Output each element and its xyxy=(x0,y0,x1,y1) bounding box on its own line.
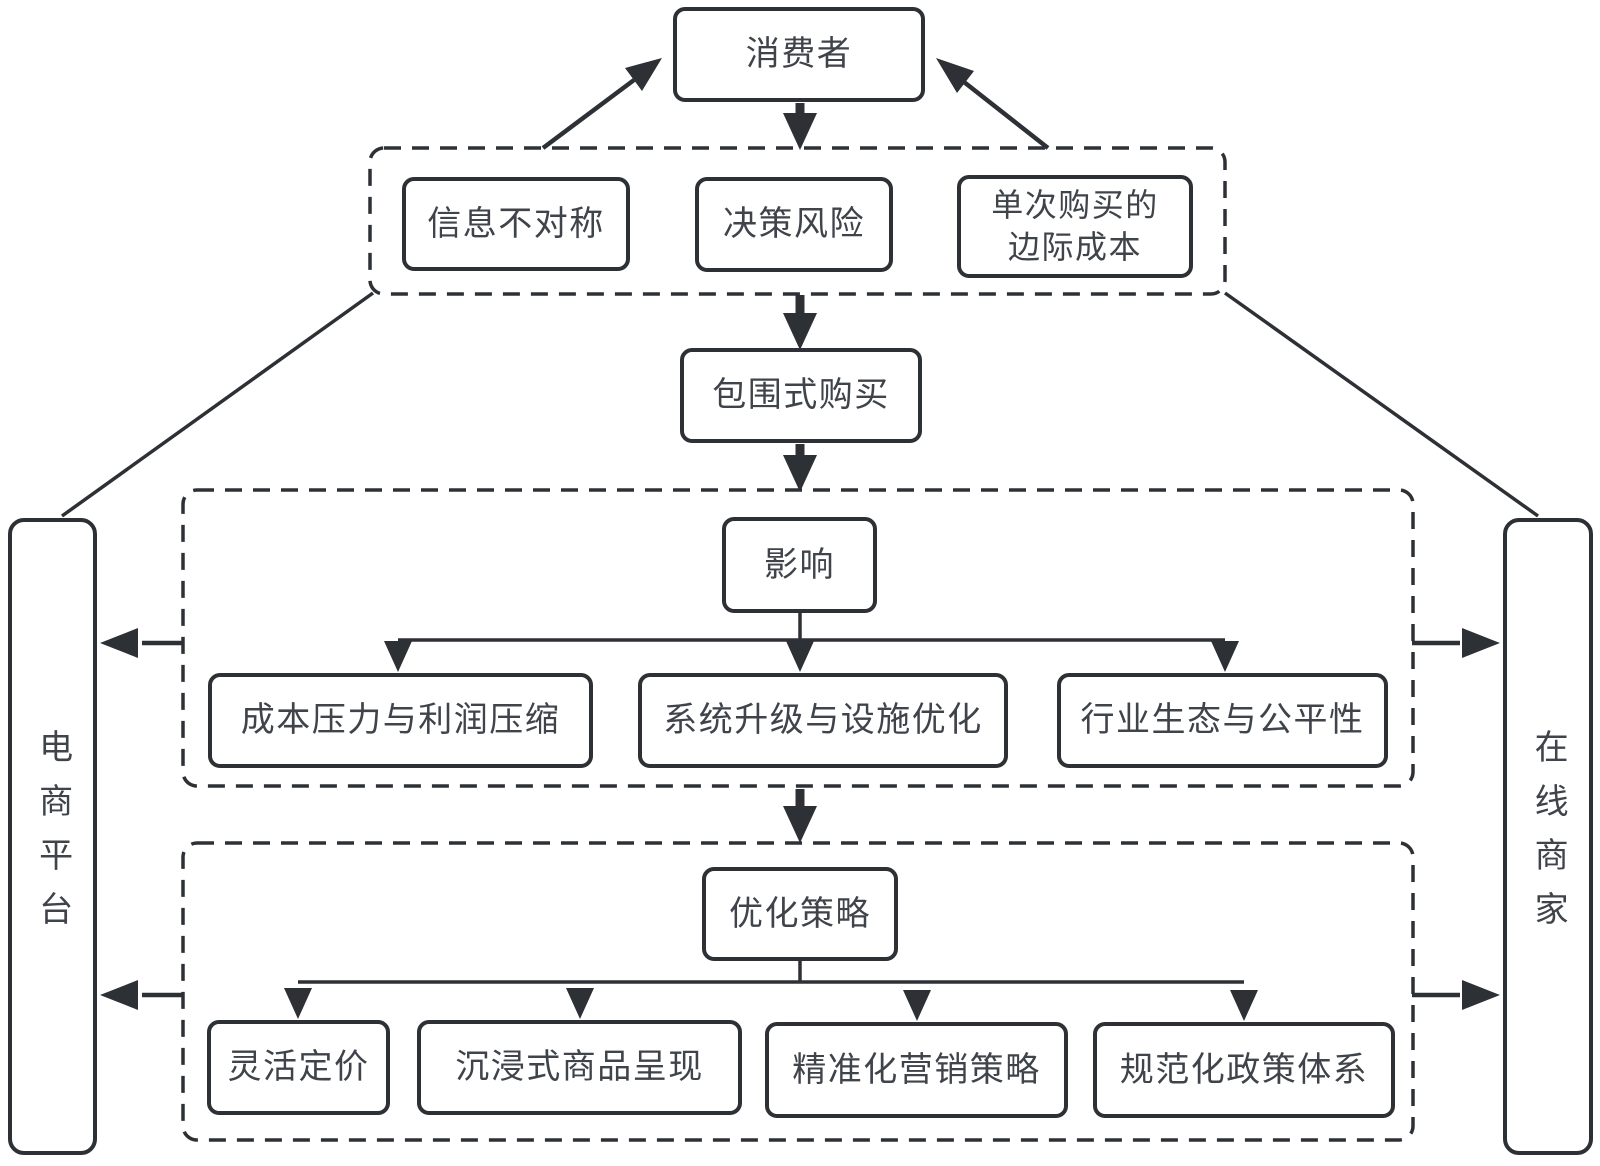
arrow-impact-to-strategy xyxy=(783,789,817,843)
node-system-upgrade-label: 系统升级与设施优化 xyxy=(663,701,983,740)
arrow-impact-to-platform xyxy=(100,628,184,658)
node-policy-system-label: 规范化政策体系 xyxy=(1119,1050,1369,1089)
node-cost-pressure-label: 成本压力与利润压缩 xyxy=(240,701,561,740)
strategy-branch-tree xyxy=(284,961,1258,1021)
node-consumer-label: 消费者 xyxy=(745,35,853,74)
node-strategy: 优化策略 xyxy=(702,867,898,961)
node-info-asymmetry-label: 信息不对称 xyxy=(427,204,605,243)
arrow-factors-to-consumer-right xyxy=(936,58,1050,150)
arrow-factors-to-consumer-left xyxy=(541,58,662,150)
node-ecommerce-platform: 电商平台 xyxy=(8,518,97,1155)
node-strategy-label: 优化策略 xyxy=(729,894,871,933)
arrow-strategy-to-merchant xyxy=(1412,980,1500,1010)
node-policy-system: 规范化政策体系 xyxy=(1093,1022,1395,1118)
node-decision-risk-label: 决策风险 xyxy=(723,205,865,244)
node-cost-pressure: 成本压力与利润压缩 xyxy=(208,673,593,768)
node-marginal-cost-line2: 边际成本 xyxy=(1007,228,1142,265)
node-surround-purchase-label: 包围式购买 xyxy=(712,376,890,415)
node-consumer: 消费者 xyxy=(673,7,925,102)
arrow-surround-to-impact xyxy=(783,444,817,492)
node-online-merchant: 在线商家 xyxy=(1503,518,1593,1155)
node-impact: 影响 xyxy=(722,517,877,613)
group-strategy-border xyxy=(181,841,1415,1142)
node-immersive-presentation-label: 沉浸式商品呈现 xyxy=(455,1048,704,1087)
impact-branch-tree xyxy=(384,613,1239,672)
link-factors-to-platform xyxy=(60,291,375,518)
node-precision-marketing: 精准化营销策略 xyxy=(765,1022,1068,1118)
node-industry-fairness-label: 行业生态与公平性 xyxy=(1080,701,1365,740)
node-immersive-presentation: 沉浸式商品呈现 xyxy=(417,1020,742,1115)
node-impact-label: 影响 xyxy=(764,545,835,584)
arrow-strategy-to-platform xyxy=(100,980,184,1010)
node-info-asymmetry: 信息不对称 xyxy=(402,177,630,271)
node-online-merchant-label: 在线商家 xyxy=(1529,728,1568,945)
link-factors-to-merchant xyxy=(1223,291,1540,518)
node-marginal-cost-line1: 单次购买的 xyxy=(991,186,1159,223)
node-decision-risk: 决策风险 xyxy=(695,177,893,272)
node-system-upgrade: 系统升级与设施优化 xyxy=(638,673,1008,768)
node-surround-purchase: 包围式购买 xyxy=(680,348,922,443)
group-impact-border xyxy=(181,488,1415,788)
group-factors-border xyxy=(368,146,1227,296)
arrow-impact-to-merchant xyxy=(1412,628,1500,658)
node-precision-marketing-label: 精准化营销策略 xyxy=(792,1050,1041,1089)
node-flexible-pricing-label: 灵活定价 xyxy=(227,1048,370,1087)
node-industry-fairness: 行业生态与公平性 xyxy=(1057,673,1388,768)
arrow-factors-to-surround xyxy=(783,295,817,350)
node-marginal-cost: 单次购买的 边际成本 xyxy=(957,175,1193,278)
node-ecommerce-platform-label: 电商平台 xyxy=(33,728,72,945)
node-flexible-pricing: 灵活定价 xyxy=(207,1020,390,1115)
arrow-consumer-to-factors xyxy=(783,103,817,150)
